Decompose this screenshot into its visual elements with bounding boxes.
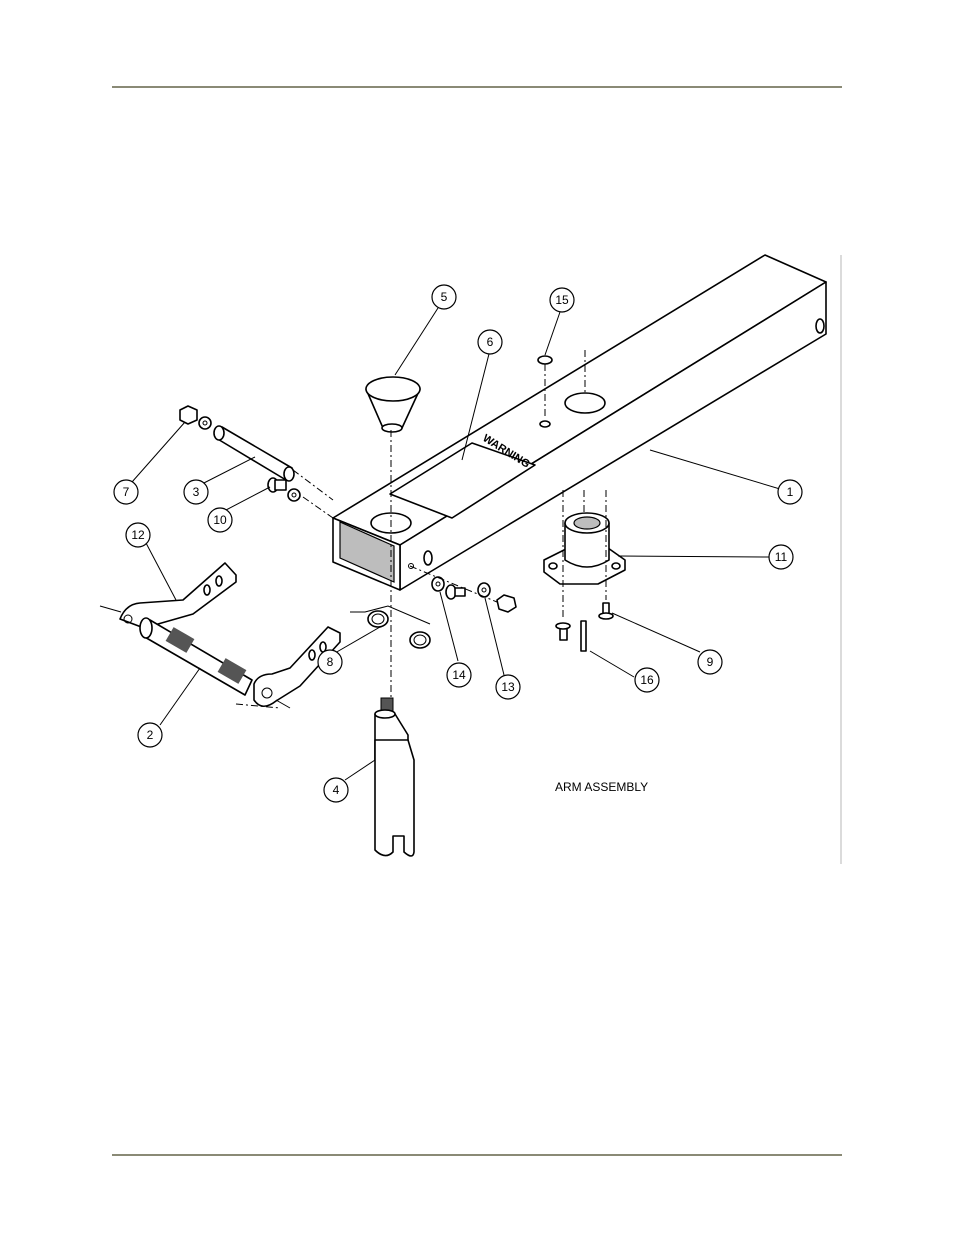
callout-12: 12 — [126, 523, 150, 547]
callout-7: 7 — [114, 480, 138, 504]
callout-11: 11 — [769, 545, 793, 569]
torsion-spring — [350, 606, 430, 648]
diagram-caption: ARM ASSEMBLY — [555, 780, 648, 794]
callout-2: 2 — [138, 723, 162, 747]
lock-nut — [180, 406, 211, 429]
shoulder-bolt — [268, 478, 300, 501]
bracket-bolt — [556, 623, 570, 640]
callout-14: 14 — [447, 663, 471, 687]
side-bolt-hardware — [432, 577, 516, 612]
svg-text:5: 5 — [441, 290, 448, 304]
callout-9: 9 — [698, 650, 722, 674]
callout-1: 1 — [778, 480, 802, 504]
pivot-shaft — [214, 426, 294, 481]
roll-pin — [581, 621, 586, 651]
knob — [366, 377, 420, 432]
callout-16: 16 — [635, 668, 659, 692]
callout-13: 13 — [496, 675, 520, 699]
handle-assembly — [100, 563, 340, 708]
nut-bracket — [544, 513, 625, 584]
svg-text:6: 6 — [487, 335, 494, 349]
svg-text:12: 12 — [131, 528, 145, 542]
callout-15: 15 — [550, 288, 574, 312]
svg-text:10: 10 — [213, 513, 227, 527]
svg-text:11: 11 — [775, 550, 788, 564]
callout-6: 6 — [478, 330, 502, 354]
svg-text:8: 8 — [327, 655, 334, 669]
svg-text:1: 1 — [787, 485, 794, 499]
latch — [375, 698, 414, 856]
svg-text:13: 13 — [501, 680, 515, 694]
callout-4: 4 — [324, 778, 348, 802]
callout-5: 5 — [432, 285, 456, 309]
callout-10: 10 — [208, 508, 232, 532]
svg-text:4: 4 — [333, 783, 340, 797]
callout-3: 3 — [184, 480, 208, 504]
svg-text:2: 2 — [147, 728, 154, 742]
svg-text:3: 3 — [193, 485, 200, 499]
svg-text:7: 7 — [123, 485, 130, 499]
plug-hole — [540, 421, 550, 427]
callout-8: 8 — [318, 650, 342, 674]
hole-plug — [538, 356, 552, 364]
svg-text:9: 9 — [707, 655, 714, 669]
svg-text:15: 15 — [555, 293, 569, 307]
svg-text:14: 14 — [452, 668, 466, 682]
svg-text:16: 16 — [640, 673, 654, 687]
flat-screw — [599, 603, 613, 619]
